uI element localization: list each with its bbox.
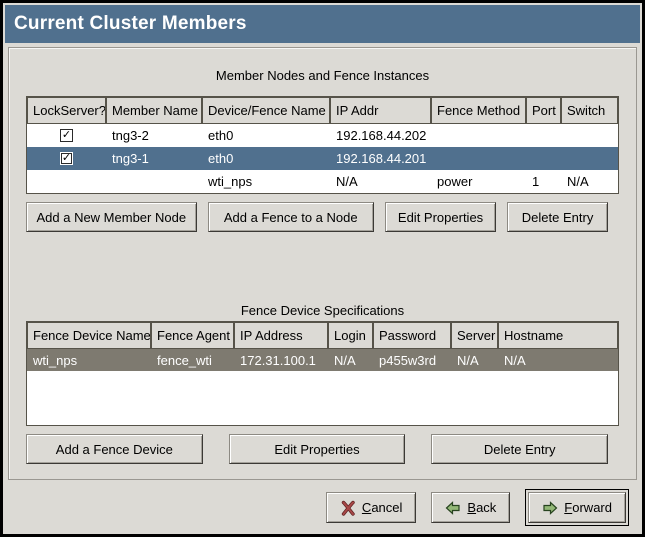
column-header-switch[interactable]: Switch <box>561 97 618 124</box>
cell-port: 1 <box>532 174 540 189</box>
add-fence-to-node-button[interactable]: Add a Fence to a Node <box>207 202 374 232</box>
table-row-wti-nps-fence[interactable]: wti_nps N/A power 1 N/A <box>27 170 618 193</box>
column-header-server[interactable]: Server <box>451 322 498 349</box>
checkmark-icon: ✓ <box>61 129 72 141</box>
cell-device-fence-name: eth0 <box>208 151 234 166</box>
cancel-button[interactable]: Cancel <box>325 492 417 523</box>
cell-login: N/A <box>334 352 356 368</box>
cell-fence-method: power <box>437 174 473 189</box>
cell-device-fence-name: wti_nps <box>208 174 253 189</box>
member-nodes-table: LockServer? Member Name Device/Fence Nam… <box>26 96 619 194</box>
cell-member-name: tng3-2 <box>112 128 149 143</box>
table-row-tng3-1-selected[interactable]: ✓ tng3-1 eth0 192.168.44.201 <box>27 147 618 170</box>
forward-label: Forward <box>564 500 612 515</box>
add-member-node-button[interactable]: Add a New Member Node <box>26 202 197 232</box>
fence-table-body: wti_nps fence_wti 172.31.100.1 N/A p455w… <box>27 349 618 425</box>
cancel-label: Cancel <box>361 500 403 515</box>
fence-table-title: Fence Device Specifications <box>240 303 405 318</box>
delete-member-entry-button[interactable]: Delete Entry <box>507 202 608 232</box>
cell-fence-agent: fence_wti <box>157 352 212 368</box>
forward-button[interactable]: Forward <box>528 492 626 523</box>
cell-switch: N/A <box>567 174 589 189</box>
table-row-tng3-2[interactable]: ✓ tng3-2 eth0 192.168.44.202 <box>27 124 618 147</box>
column-header-member-name[interactable]: Member Name <box>106 97 202 124</box>
column-header-port[interactable]: Port <box>526 97 561 124</box>
column-header-password[interactable]: Password <box>373 322 451 349</box>
member-table-header: LockServer? Member Name Device/Fence Nam… <box>27 97 618 124</box>
add-fence-device-button[interactable]: Add a Fence Device <box>26 434 203 464</box>
forward-button-focus-ring: Forward <box>525 489 629 526</box>
cell-password: p455w3rd <box>379 352 437 368</box>
column-header-lockserver[interactable]: LockServer? <box>27 97 106 124</box>
cell-ip-addr: 192.168.44.201 <box>336 151 427 166</box>
fence-devices-table: Fence Device Name Fence Agent IP Address… <box>26 321 619 426</box>
back-arrow-icon <box>446 500 460 515</box>
footer-action-bar: Cancel Back Forward <box>5 480 640 534</box>
forward-arrow-icon <box>543 500 558 515</box>
section-spacer <box>9 232 636 303</box>
page-title: Current Cluster Members <box>14 13 247 34</box>
column-header-fence-agent[interactable]: Fence Agent <box>151 322 234 349</box>
column-header-fence-device-name[interactable]: Fence Device Name <box>27 322 151 349</box>
column-header-device-fence-name[interactable]: Device/Fence Name <box>202 97 330 124</box>
cell-ip-address: 172.31.100.1 <box>240 352 316 368</box>
edit-fence-properties-button[interactable]: Edit Properties <box>228 434 406 464</box>
cell-member-name: tng3-1 <box>112 151 149 166</box>
column-header-login[interactable]: Login <box>328 322 373 349</box>
cell-device-fence-name: eth0 <box>208 128 234 143</box>
cell-hostname: N/A <box>504 352 526 368</box>
table-row-wti-nps-selected[interactable]: wti_nps fence_wti 172.31.100.1 N/A p455w… <box>27 349 618 371</box>
cell-ip-addr: N/A <box>336 174 358 189</box>
title-bar: Current Cluster Members <box>5 5 640 43</box>
member-buttons-row: Add a New Member Node Add a Fence to a N… <box>26 202 608 232</box>
column-header-fence-method[interactable]: Fence Method <box>431 97 526 124</box>
edit-member-properties-button[interactable]: Edit Properties <box>384 202 497 232</box>
back-label: Back <box>467 500 497 515</box>
member-table-body: ✓ tng3-2 eth0 192.168.44.202 ✓ tng3-1 et… <box>27 124 618 193</box>
lockserver-checkbox[interactable]: ✓ <box>60 152 73 165</box>
member-table-title: Member Nodes and Fence Instances <box>215 68 430 83</box>
cancel-x-icon <box>341 500 355 516</box>
back-button[interactable]: Back <box>431 492 511 523</box>
checkmark-icon: ✓ <box>61 152 72 164</box>
fence-buttons-row: Add a Fence Device Edit Properties Delet… <box>26 434 609 464</box>
lockserver-checkbox[interactable]: ✓ <box>60 129 73 142</box>
cell-server: N/A <box>457 352 479 368</box>
delete-fence-entry-button[interactable]: Delete Entry <box>431 434 609 464</box>
fence-table-header: Fence Device Name Fence Agent IP Address… <box>27 322 618 349</box>
column-header-hostname[interactable]: Hostname <box>498 322 618 349</box>
column-header-ip-addr[interactable]: IP Addr <box>330 97 431 124</box>
content-panel: Member Nodes and Fence Instances LockSer… <box>8 47 637 480</box>
column-header-ip-address[interactable]: IP Address <box>234 322 328 349</box>
cell-fence-device-name: wti_nps <box>33 352 78 368</box>
cell-ip-addr: 192.168.44.202 <box>336 128 427 143</box>
